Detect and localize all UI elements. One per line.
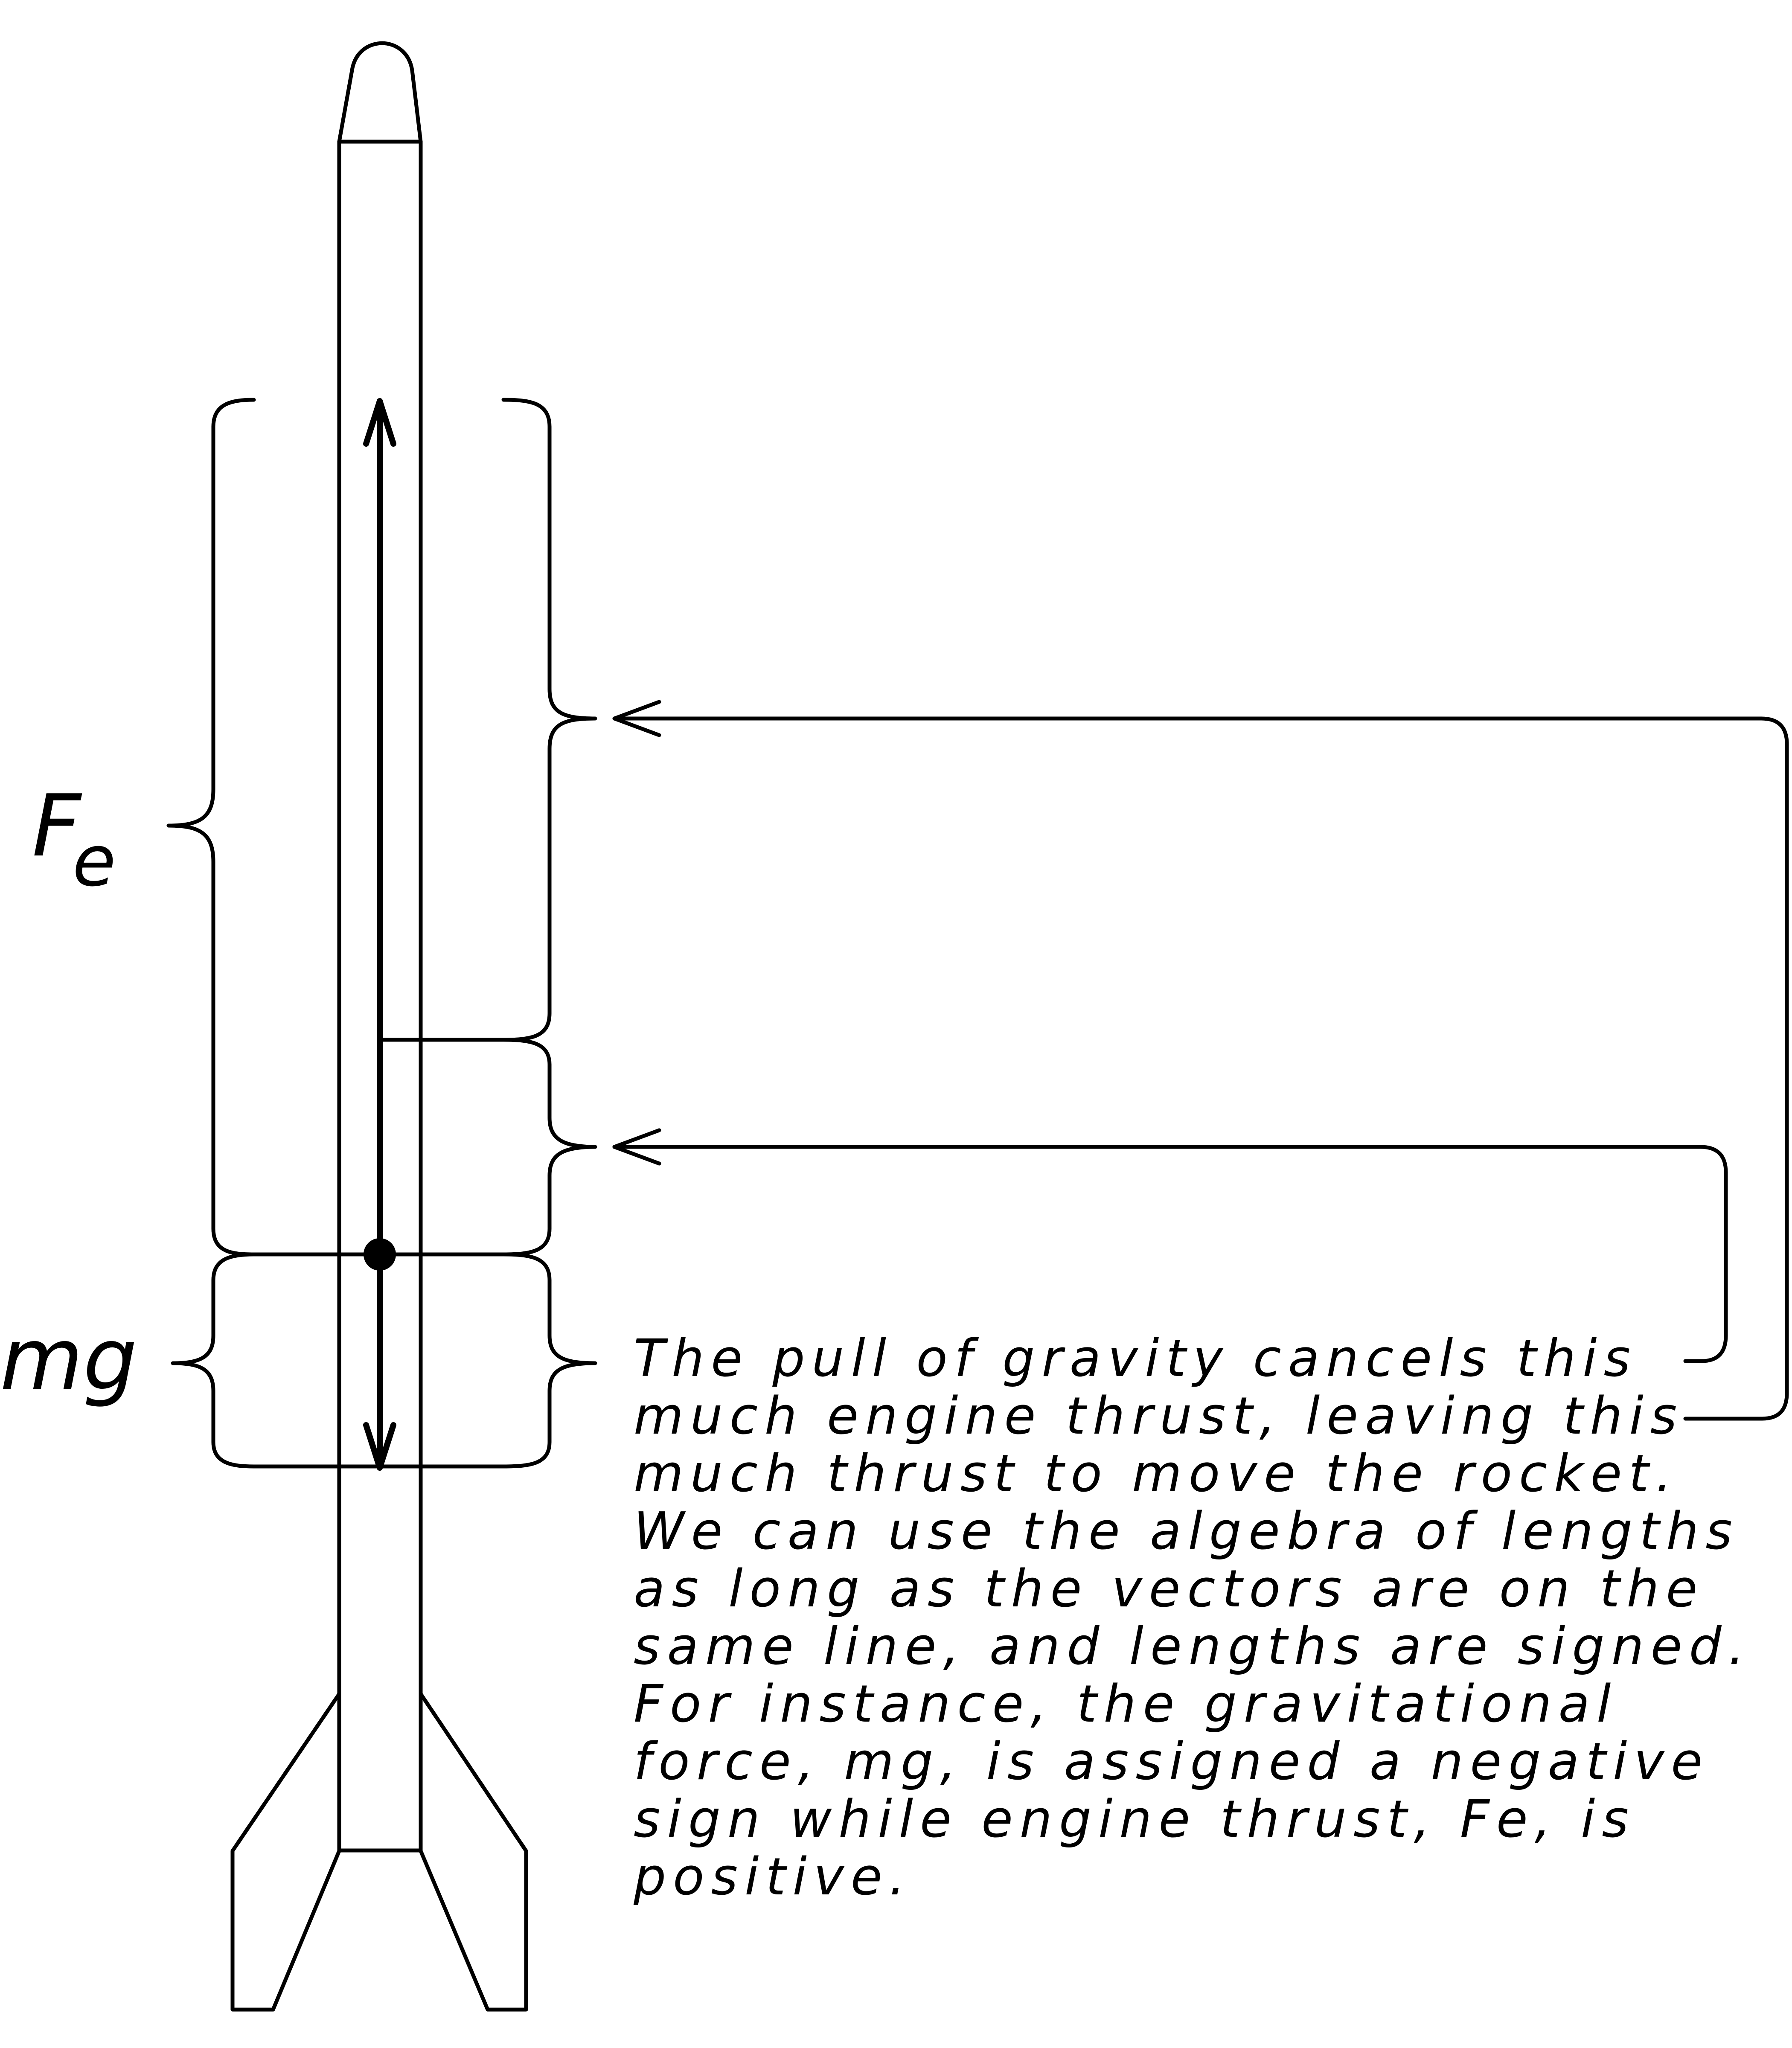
engine-thrust-arrowhead [363,398,396,447]
net-thrust-connector [612,1145,1728,1363]
force-labels: F e mg [0,777,137,1409]
mg-label: mg [0,1310,137,1409]
rocket-fin-left [230,1692,341,2012]
canceled-thrust-arrowhead [612,700,661,737]
connector-arrows [612,700,1789,1421]
explanation-paragraph: The pull of gravity cancels this much en… [633,1329,1775,1907]
mg-brace [171,1252,256,1469]
explanation-line-6: same line, and lengths are signed. [634,1617,1751,1676]
explanation-line-7: For instance, the gravitational [634,1675,1617,1734]
explanation-line-8: force, mg, is assigned a negative [634,1732,1709,1792]
explanation-line-2: much engine thrust, leaving this [634,1387,1684,1446]
rocket-body [337,140,423,1853]
rocket-fin-right [419,1692,528,2012]
right-braces [501,398,597,1469]
explanation-line-9: sign while engine thrust, Fe, is [634,1790,1635,1849]
rocket [230,41,528,2012]
net-thrust-brace [501,1038,597,1257]
fe-label-main: F [32,777,82,876]
explanation-line-4: We can use the algebra of lengths [634,1502,1739,1561]
explanation-line-5: as long as the vectors are on the [634,1559,1704,1619]
gravity-right-brace [501,1252,597,1469]
canceled-thrust-brace [501,398,597,1042]
explanation-line-10: positive. [633,1847,912,1907]
explanation-line-1: The pull of gravity cancels this [634,1329,1637,1388]
fe-brace [166,398,256,1257]
force-vectors [252,398,506,1471]
explanation-line-3: much thrust to move the rocket. [634,1444,1679,1504]
left-braces [166,398,256,1469]
net-thrust-arrowhead [612,1128,661,1166]
canceled-thrust-connector [612,716,1789,1421]
rocket-nose-cone [337,41,423,144]
fe-label-subscript: e [73,820,116,902]
